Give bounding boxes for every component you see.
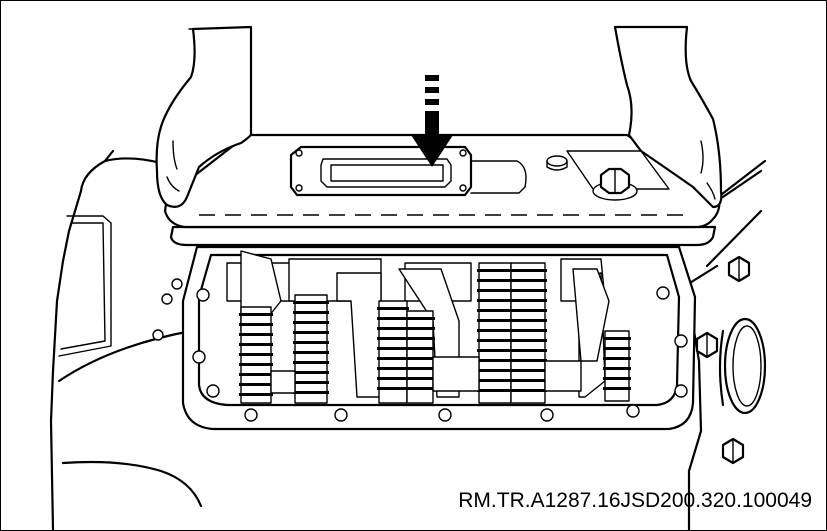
reference-code: RM.TR.A1287.16JSD200.320.100049	[458, 489, 812, 512]
gear-train	[226, 250, 631, 404]
flange-bolts	[192, 286, 688, 422]
right-hand	[613, 25, 723, 209]
transmission-housing	[49, 149, 767, 530]
down-arrow-icon	[411, 75, 453, 167]
loose-nuts	[695, 255, 751, 465]
left-hand	[155, 25, 253, 208]
top-cover-plate	[163, 133, 721, 247]
